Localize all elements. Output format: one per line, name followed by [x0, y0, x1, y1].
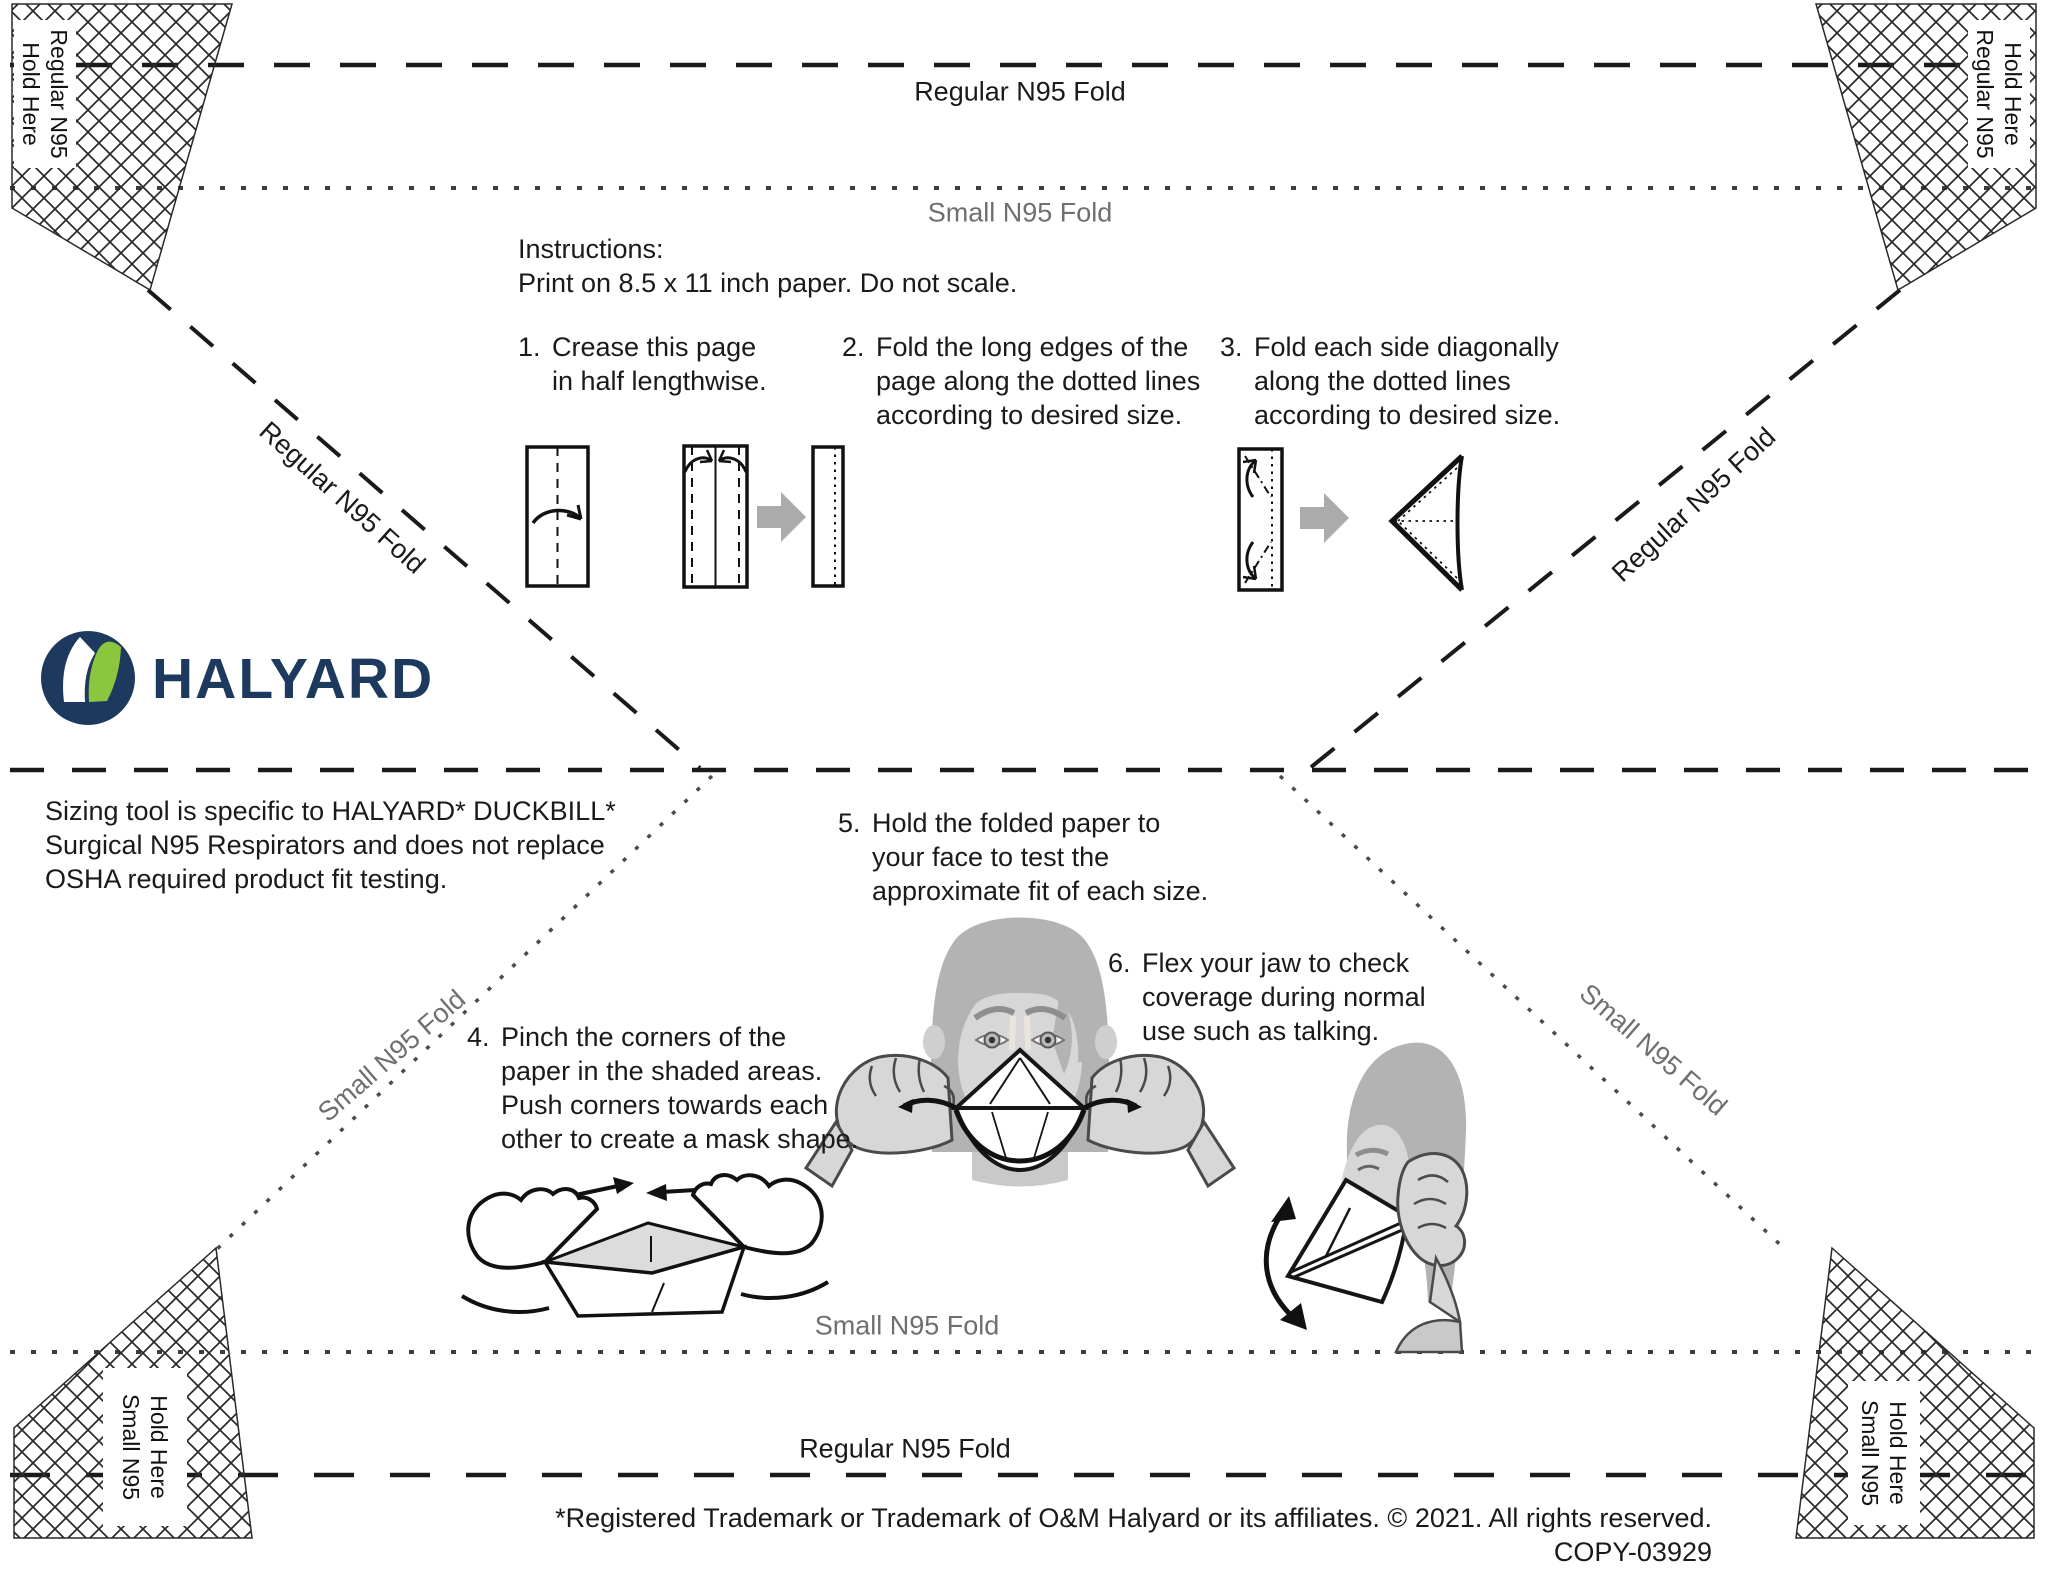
diagram-step3-fold-diagonal: [1237, 447, 1464, 592]
illustration-face-front: [803, 917, 1237, 1189]
step-line: paper in the shaded areas.: [501, 1056, 823, 1086]
hold-tab-hold-label: Hold Here: [1885, 1401, 1911, 1505]
footer-trademark: *Registered Trademark or Trademark of O&…: [555, 1503, 1712, 1533]
instructions-note: Print on 8.5 x 11 inch paper. Do not sca…: [518, 268, 1018, 298]
illustration-face-profile: [1263, 1042, 1469, 1354]
hold-tab-size-label: Small N95: [118, 1393, 144, 1501]
step-line: Fold each side diagonally: [1254, 332, 1559, 362]
hold-tab-bottom-right: Hold Here Small N95: [1856, 1400, 1912, 1506]
step-line: in half lengthwise.: [552, 366, 767, 396]
step-2: 2. Fold the long edges of the page along…: [842, 330, 1200, 432]
step-line: your face to test the: [872, 842, 1110, 872]
instructions-block: Instructions: Print on 8.5 x 11 inch pap…: [518, 232, 1017, 300]
hold-tab-size-label: Regular N95: [46, 29, 72, 159]
step-line: according to desired size.: [876, 400, 1183, 430]
step-line: Pinch the corners of the: [501, 1022, 787, 1052]
hold-tab-size-label: Regular N95: [1972, 29, 1998, 159]
step-line: Push corners towards each: [501, 1090, 829, 1120]
step-number: 4.: [467, 1022, 490, 1052]
gray-arrow-icon: [757, 492, 806, 542]
step-line: other to create a mask shape.: [501, 1124, 859, 1154]
hold-corner-top-right: [1815, 3, 2037, 292]
footer-copy-code: COPY-03929: [1553, 1537, 1712, 1567]
disclaimer-line: Sizing tool is specific to HALYARD* DUCK…: [45, 796, 616, 826]
halyard-logo-icon: [41, 631, 135, 725]
step-line: page along the dotted lines: [876, 366, 1201, 396]
label-bottom-small-fold: Small N95 Fold: [814, 1310, 1000, 1341]
fold-line-diagonal-right-regular: [1308, 288, 1902, 770]
hold-corner-bottom-left: [13, 1246, 253, 1539]
step-number: 3.: [1220, 332, 1243, 362]
halyard-wordmark: HALYARD: [152, 647, 435, 711]
fold-line-diagonal-right-small: [1278, 774, 1790, 1254]
step-line: Hold the folded paper to: [872, 808, 1161, 838]
fold-line-diagonal-left-regular: [146, 288, 702, 770]
step-4: 4. Pinch the corners of the paper in the…: [467, 1020, 858, 1156]
hold-tab-hold-label: Hold Here: [2000, 42, 2026, 146]
hold-tab-hold-label: Hold Here: [146, 1395, 172, 1499]
step-line: Fold the long edges of the: [876, 332, 1189, 362]
diagram-step2-fold-edges: [682, 444, 845, 589]
disclaimer: Sizing tool is specific to HALYARD* DUCK…: [45, 794, 616, 896]
step-6: 6. Flex your jaw to check coverage durin…: [1108, 946, 1426, 1048]
hold-tab-top-right: Hold Here Regular N95: [1971, 29, 2027, 158]
step-1: 1. Crease this page in half lengthwise.: [518, 330, 767, 398]
label-bottom-regular-fold: Regular N95 Fold: [799, 1433, 1011, 1464]
hold-corner-bottom-right: [1795, 1246, 2035, 1539]
diagram-step4-pinch-hands: [460, 1173, 830, 1318]
step-line: Flex your jaw to check: [1142, 948, 1410, 978]
step-line: according to desired size.: [1254, 400, 1561, 430]
hold-corner-top-left: [11, 3, 233, 292]
hold-tab-bottom-left: Hold Here Small N95: [117, 1394, 173, 1500]
label-top-small-fold: Small N95 Fold: [927, 197, 1113, 228]
step-line: Crease this page: [552, 332, 757, 362]
label-top-regular-fold: Regular N95 Fold: [914, 76, 1126, 107]
hold-tab-hold-label: Hold Here: [18, 42, 44, 146]
step-line: coverage during normal: [1142, 982, 1426, 1012]
step-3: 3. Fold each side diagonally along the d…: [1220, 330, 1560, 432]
step-number: 5.: [838, 808, 861, 838]
hold-tab-size-label: Small N95: [1857, 1399, 1883, 1507]
hold-tab-top-left: Regular N95 Hold Here: [17, 29, 73, 158]
step-number: 2.: [842, 332, 865, 362]
step-number: 6.: [1108, 948, 1131, 978]
step-number: 1.: [518, 332, 541, 362]
disclaimer-line: Surgical N95 Respirators and does not re…: [45, 830, 605, 860]
disclaimer-line: OSHA required product fit testing.: [45, 864, 448, 894]
diagram-step1-crease: [525, 445, 590, 588]
step-line: approximate fit of each size.: [872, 876, 1209, 906]
fold-line-diagonal-left-small: [214, 774, 714, 1252]
step-5: 5. Hold the folded paper to your face to…: [838, 806, 1208, 908]
step-line: along the dotted lines: [1254, 366, 1511, 396]
instructions-heading: Instructions:: [518, 234, 664, 264]
gray-arrow-icon: [1300, 493, 1349, 543]
step-line: use such as talking.: [1142, 1016, 1380, 1046]
